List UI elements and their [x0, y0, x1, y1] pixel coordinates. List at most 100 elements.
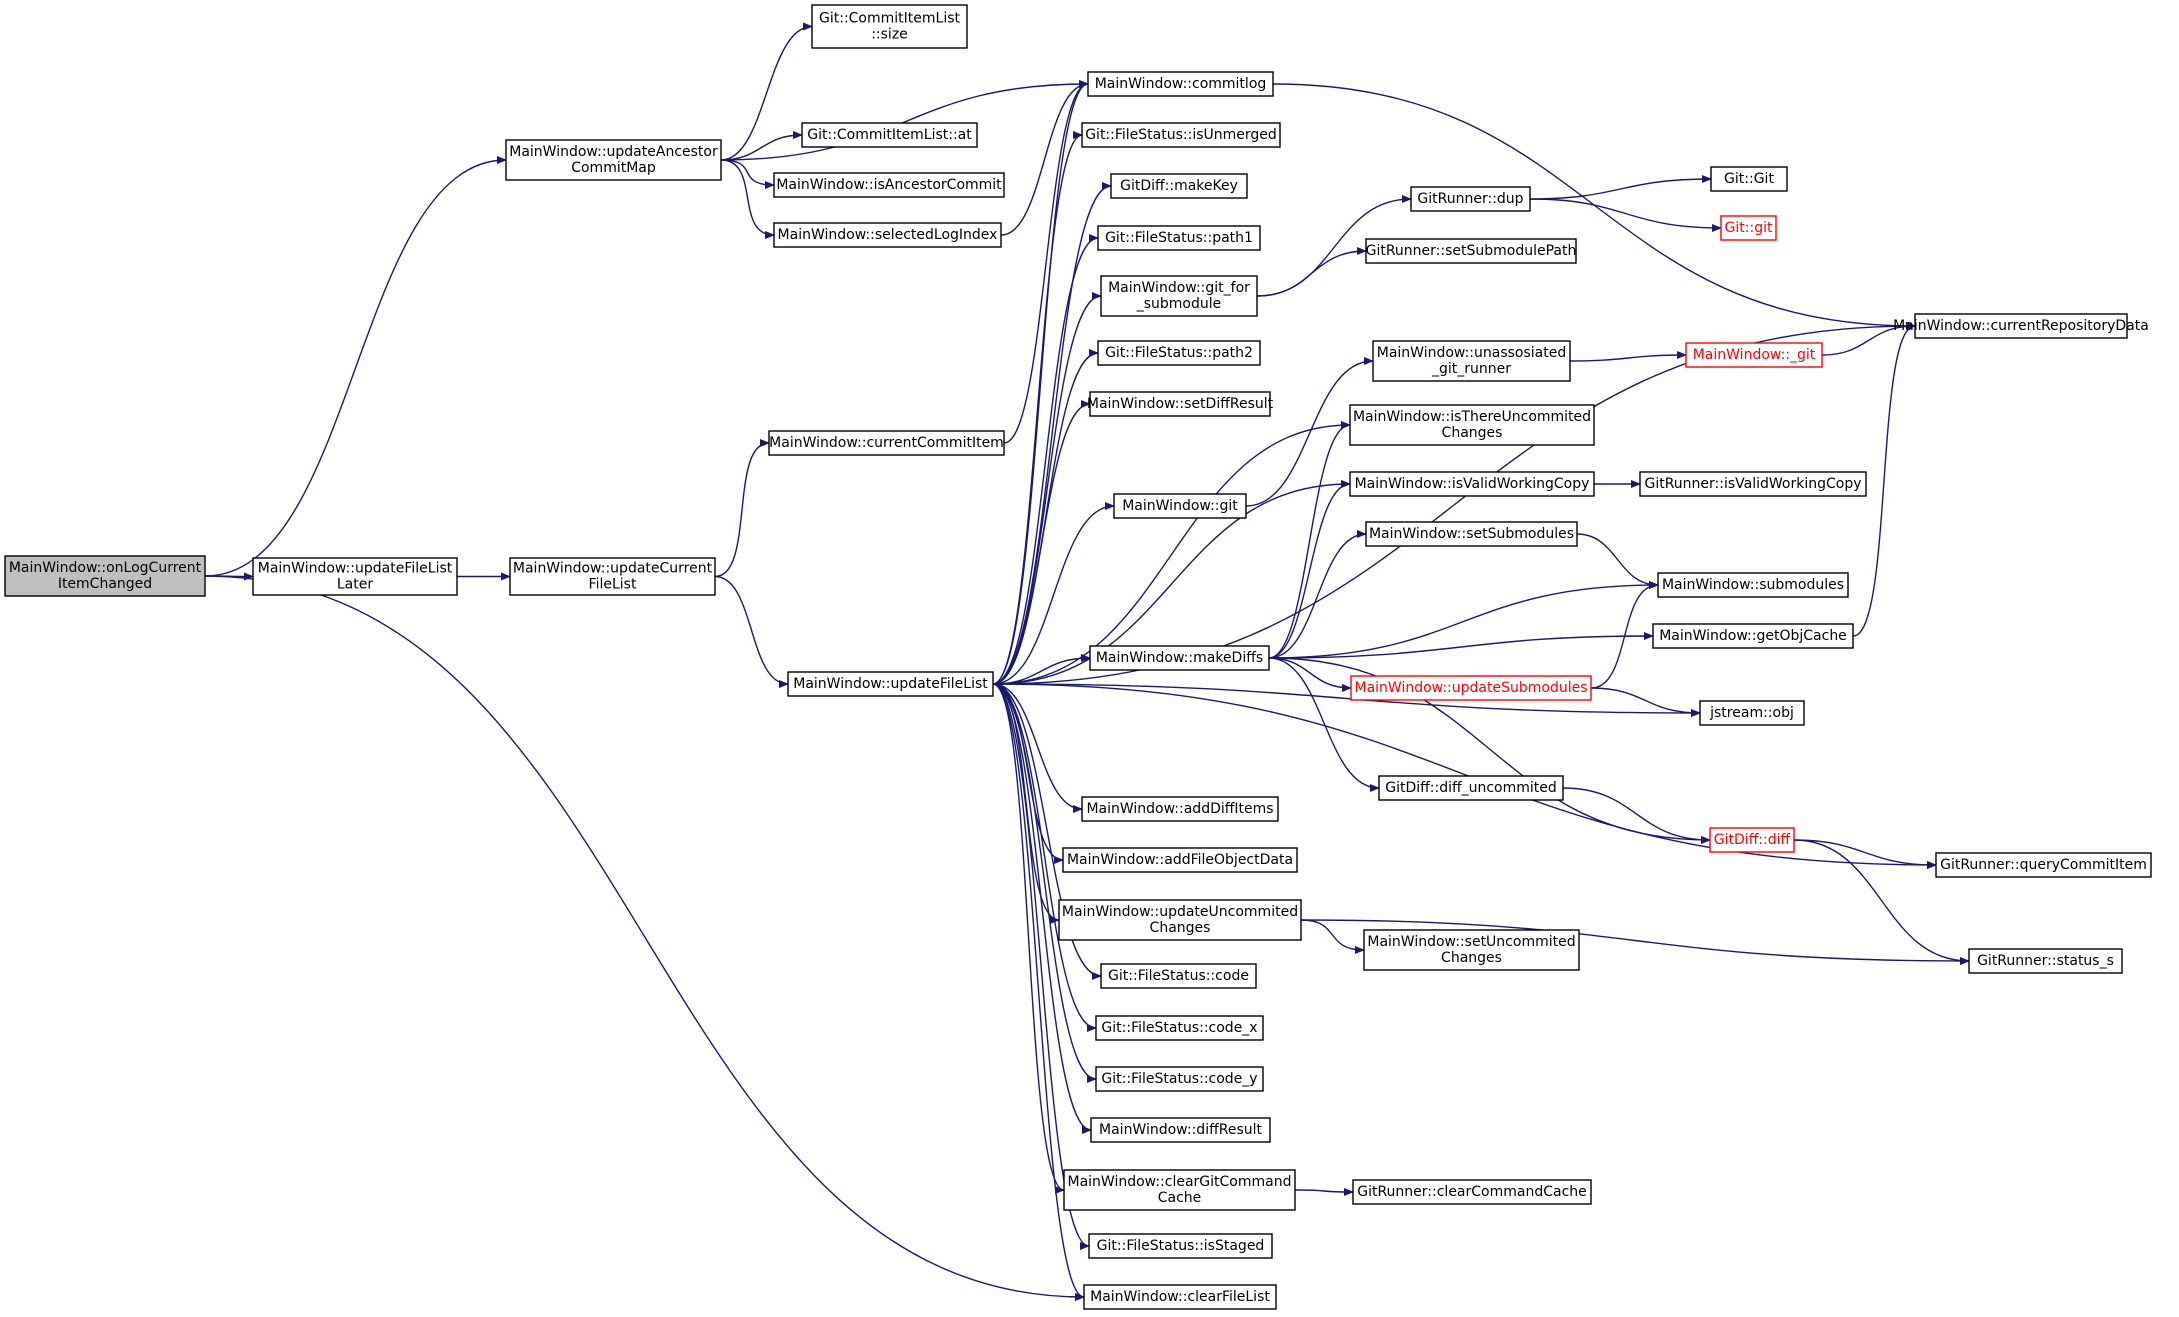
node-box [505, 139, 722, 181]
node-mainwindow-getobjcache[interactable]: MainWindow::getObjCache [1652, 623, 1854, 649]
node-git-git[interactable]: Git::Git [1710, 166, 1788, 192]
node-label: Git::FileStatus::isUnmerged [1085, 127, 1277, 143]
node-gitdiff-diff-uncommited[interactable]: GitDiff::diff_uncommited [1378, 775, 1564, 801]
node-box [4, 555, 206, 597]
node-mainwindow-submodules[interactable]: MainWindow::submodules [1657, 572, 1849, 598]
node-mainwindow-updatefilelist[interactable]: MainWindow::updateFileList [787, 671, 994, 697]
node-mainwindow-git-for-submodule[interactable]: MainWindow::git_for_submodule [1100, 275, 1258, 317]
node-label: Git::FileStatus::path2 [1105, 345, 1253, 361]
node-label: MainWindow::unassosiated [1377, 345, 1567, 361]
node-label: GitDiff::makeKey [1120, 178, 1238, 194]
node-gitrunner-dup[interactable]: GitRunner::dup [1410, 186, 1531, 212]
node-gitdiff-diff[interactable]: GitDiff::diff [1709, 827, 1795, 853]
node-box [1110, 173, 1248, 199]
call-edge [714, 575, 789, 688]
node-mainwindow-setdiffresult[interactable]: MainWindow::setDiffResult [1087, 391, 1274, 417]
node-label: Git::CommitItemList::at [807, 127, 972, 143]
node-mainwindow-currentrepositorydata[interactable]: MainWindow::currentRepositoryData [1893, 313, 2149, 339]
node-jstream-obj[interactable]: jstream::obj [1699, 700, 1805, 726]
node-mainwindow-git[interactable]: MainWindow::git [1113, 493, 1247, 519]
node-box [1090, 1117, 1271, 1143]
node-label: Changes [1150, 920, 1211, 936]
node-gitrunner-setsubmodulepath[interactable]: GitRunner::setSubmodulePath [1365, 238, 1577, 264]
node-mainwindow-addfileobjectdata[interactable]: MainWindow::addFileObjectData [1062, 847, 1298, 873]
node-gitrunner-isvalidworkingcopy[interactable]: GitRunner::isValidWorkingCopy [1639, 471, 1867, 497]
call-edge [1852, 322, 1916, 637]
node-box [1083, 1284, 1277, 1310]
node-box [801, 122, 978, 148]
call-edge [992, 502, 1115, 685]
node-label: MainWindow::addDiffItems [1086, 801, 1273, 817]
node-mainwindow-updatesubmodules[interactable]: MainWindow::updateSubmodules [1350, 675, 1592, 701]
node-box [1378, 775, 1564, 801]
node-box [1639, 471, 1867, 497]
call-edge [1245, 357, 1374, 507]
call-edge [992, 683, 1102, 980]
node-mainwindow-currentcommititem[interactable]: MainWindow::currentCommitItem [768, 430, 1005, 456]
node-mainwindow-diffresult[interactable]: MainWindow::diffResult [1090, 1117, 1271, 1143]
node-label: Cache [1158, 1190, 1202, 1206]
node-label: Git::FileStatus::isStaged [1097, 1238, 1265, 1254]
node-mainwindow-setsubmodules[interactable]: MainWindow::setSubmodules [1365, 521, 1578, 547]
node-box [1063, 1169, 1296, 1211]
node-mainwindow-git[interactable]: MainWindow::_git [1685, 342, 1823, 368]
node-label: Later [337, 577, 373, 593]
node-gitrunner-querycommititem[interactable]: GitRunner::queryCommitItem [1935, 852, 2152, 878]
node-label: MainWindow::setSubmodules [1369, 526, 1574, 542]
node-label: MainWindow::setDiffResult [1087, 396, 1274, 412]
node-mainwindow-isvalidworkingcopy[interactable]: MainWindow::isValidWorkingCopy [1349, 471, 1595, 497]
node-label: MainWindow::clearFileList [1090, 1289, 1270, 1305]
node-label: MainWindow::makeDiffs [1096, 650, 1263, 666]
node-box [1100, 275, 1258, 317]
node-git-filestatus-isstaged[interactable]: Git::FileStatus::isStaged [1088, 1233, 1273, 1259]
node-mainwindow-isancestorcommit[interactable]: MainWindow::isAncestorCommit [773, 172, 1005, 198]
node-label: MainWindow::updateSubmodules [1354, 680, 1587, 696]
node-label: Git::FileStatus::path1 [1105, 230, 1253, 246]
node-mainwindow-commitlog[interactable]: MainWindow::commitlog [1087, 71, 1274, 97]
node-label: GitDiff::diff [1714, 832, 1791, 848]
call-edge [992, 131, 1083, 685]
node-git-filestatus-path2[interactable]: Git::FileStatus::path2 [1097, 340, 1261, 366]
node-label: GitRunner::setSubmodulePath [1366, 243, 1577, 259]
node-label: MainWindow::_git [1693, 347, 1816, 363]
node-gitdiff-makekey[interactable]: GitDiff::makeKey [1110, 173, 1248, 199]
node-git-commititemlist-at[interactable]: Git::CommitItemList::at [801, 122, 978, 148]
call-edge [1268, 657, 1352, 692]
node-box [773, 172, 1005, 198]
node-mainwindow-unassosiated-git-runner[interactable]: MainWindow::unassosiated_git_runner [1372, 340, 1571, 382]
call-edge [992, 234, 1099, 685]
node-git-filestatus-path1[interactable]: Git::FileStatus::path1 [1097, 225, 1261, 251]
call-edge [1821, 322, 1916, 356]
node-box [1349, 471, 1595, 497]
node-mainwindow-clearfilelist[interactable]: MainWindow::clearFileList [1083, 1284, 1277, 1310]
call-edge [1529, 175, 1712, 200]
node-label: FileList [589, 577, 637, 593]
node-git-filestatus-code[interactable]: Git::FileStatus::code [1100, 963, 1257, 989]
node-box [1058, 899, 1302, 941]
node-box [787, 671, 994, 697]
node-git-git[interactable]: Git::git [1720, 215, 1777, 241]
node-gitrunner-clearcommandcache[interactable]: GitRunner::clearCommandCache [1352, 1179, 1592, 1205]
node-label: Git::git [1725, 220, 1773, 236]
node-box [1935, 852, 2152, 878]
node-git-commititemlist-size[interactable]: Git::CommitItemList::size [811, 4, 968, 49]
node-git-filestatus-code-x[interactable]: Git::FileStatus::code_x [1095, 1015, 1264, 1041]
node-gitrunner-status-s[interactable]: GitRunner::status_s [1968, 948, 2123, 974]
node-label: Changes [1441, 950, 1502, 966]
node-box [509, 557, 716, 596]
node-git-filestatus-isunmerged[interactable]: Git::FileStatus::isUnmerged [1081, 122, 1281, 148]
node-mainwindow-makediffs[interactable]: MainWindow::makeDiffs [1089, 645, 1270, 671]
node-mainwindow-adddiffitems[interactable]: MainWindow::addDiffItems [1081, 796, 1279, 822]
node-label: MainWindow::setUncommited [1367, 934, 1575, 950]
node-label: MainWindow::onLogCurrent [9, 560, 202, 576]
node-git-filestatus-code-y[interactable]: Git::FileStatus::code_y [1095, 1066, 1264, 1092]
node-mainwindow-selectedlogindex[interactable]: MainWindow::selectedLogIndex [773, 222, 1002, 248]
